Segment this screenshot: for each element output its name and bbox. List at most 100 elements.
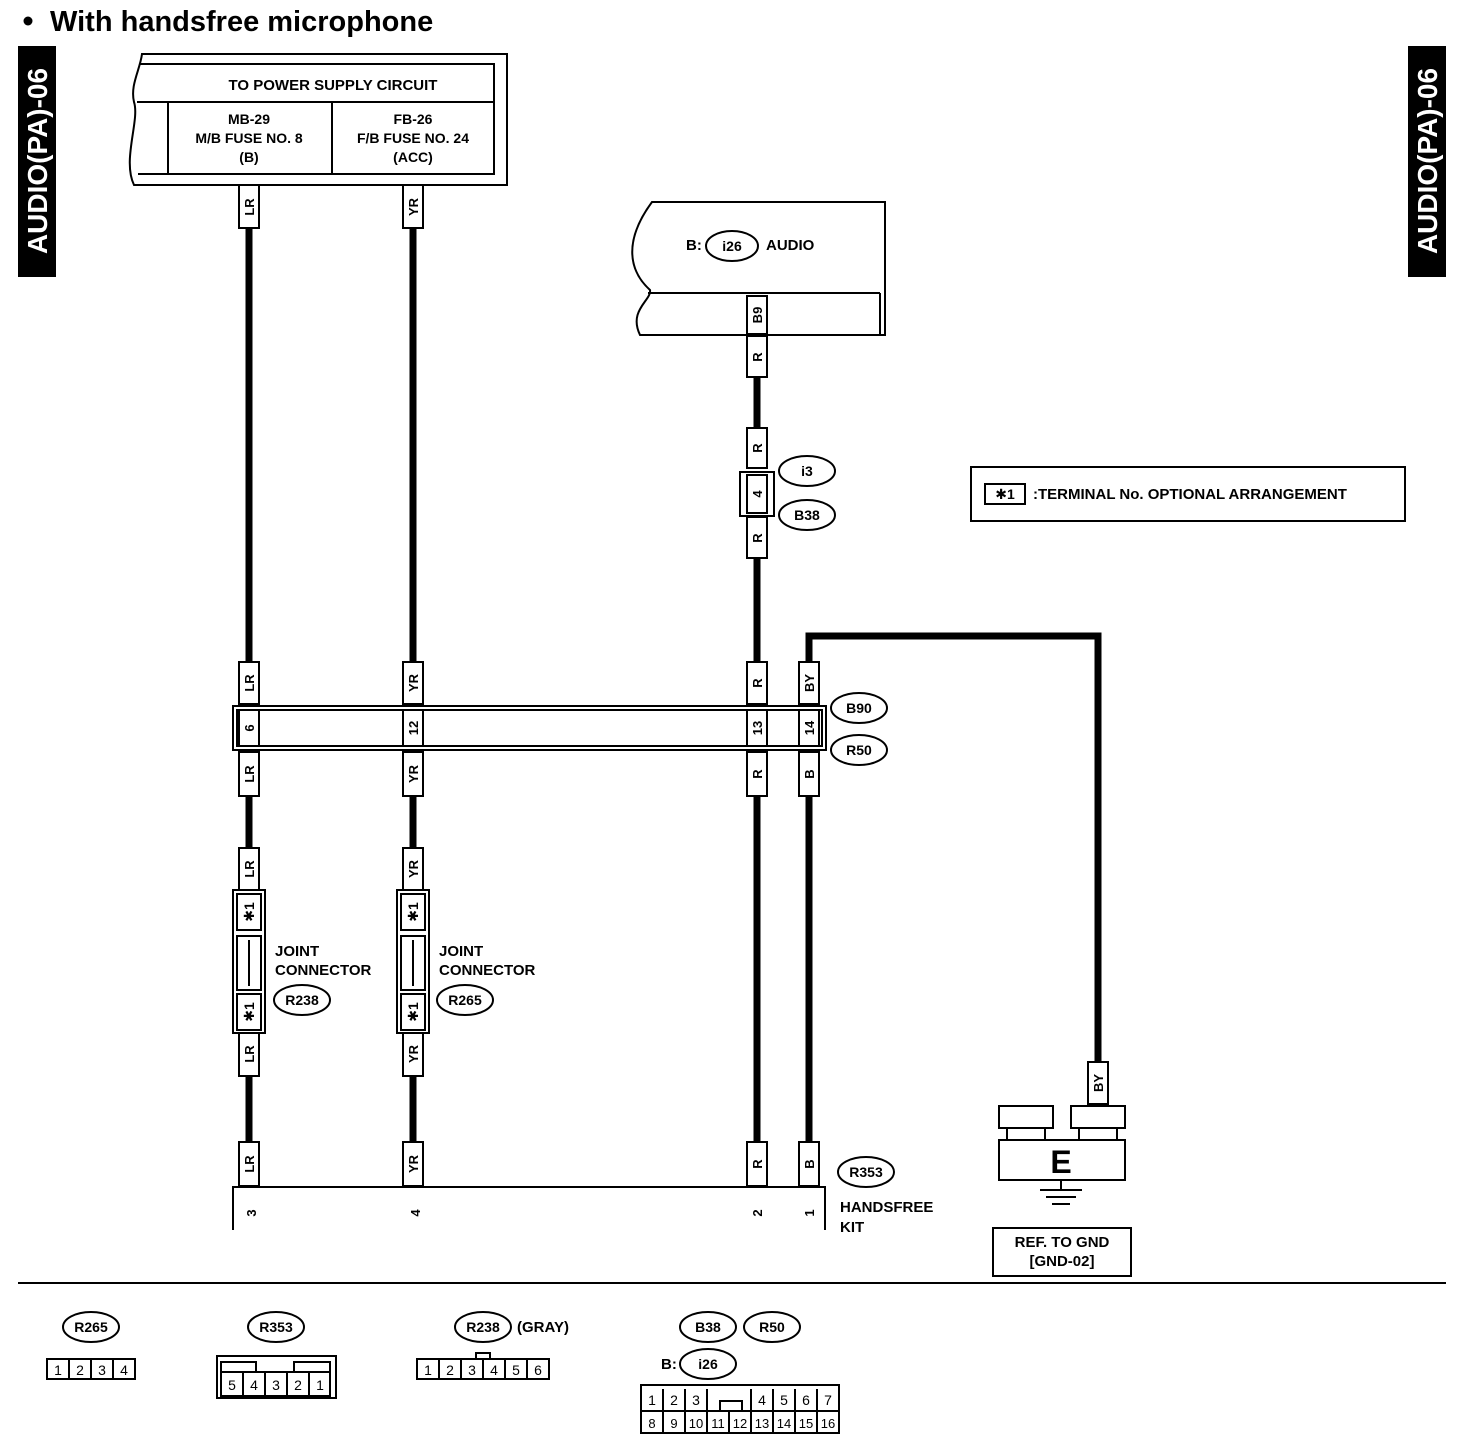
handsfree-label1: HANDSFREE	[840, 1199, 933, 1216]
connector-b90-pin-13: 13	[746, 709, 768, 747]
svg-text:R: R	[750, 1159, 765, 1169]
joint-connector-r238: ✱1 ✱1 JOINT CONNECTOR R238	[232, 889, 372, 1034]
connector-b90-badge	[830, 692, 888, 724]
svg-text:BY: BY	[802, 674, 817, 692]
wire-label-by-ground: BY	[1087, 1061, 1109, 1105]
svg-text:14: 14	[777, 1416, 791, 1431]
audio-box: B: i26 AUDIO	[631, 201, 886, 336]
svg-text:1: 1	[424, 1362, 432, 1378]
side-tab-left	[18, 46, 56, 277]
handsfree-pin-3: 3	[244, 1209, 259, 1216]
svg-text:2: 2	[446, 1362, 454, 1378]
bottom-r238-note: (GRAY)	[517, 1319, 569, 1336]
wire-label-r-2: R	[746, 427, 768, 469]
wire-label-lr-upper: LR	[238, 661, 260, 705]
joint-connector-r265: ✱1 ✱1 JOINT CONNECTOR R265	[396, 889, 536, 1034]
handsfree-label2: KIT	[840, 1219, 864, 1236]
wire-label-yr-joint-top: YR	[402, 847, 424, 891]
svg-text:13: 13	[755, 1416, 769, 1431]
svg-text:6: 6	[534, 1362, 542, 1378]
svg-text:B: B	[802, 1159, 817, 1168]
r238-star-top: ✱1	[241, 902, 257, 922]
wire-label-yr-lower: YR	[402, 751, 424, 797]
handsfree-pin-2: 2	[750, 1209, 765, 1216]
wire-label-lr-bottom: LR	[238, 1141, 260, 1187]
svg-text:R: R	[750, 678, 765, 688]
side-tab-right-label: AUDIO(PA)-06	[1412, 68, 1443, 254]
r238-star-bottom: ✱1	[241, 1002, 257, 1022]
wire-label-r-3: R	[746, 516, 768, 559]
bottom-i26-id: i26	[698, 1356, 718, 1372]
wire-label-r-bottom: R	[746, 1141, 768, 1187]
svg-text:5: 5	[780, 1392, 788, 1408]
legend: ✱1 :TERMINAL No. OPTIONAL ARRANGEMENT	[970, 466, 1406, 522]
svg-text:4: 4	[120, 1362, 128, 1378]
svg-text:13: 13	[750, 721, 765, 735]
svg-text:LR: LR	[242, 1045, 257, 1063]
svg-text:15: 15	[799, 1416, 813, 1431]
r265-star-top: ✱1	[405, 902, 421, 922]
power-supply-box: TO POWER SUPPLY CIRCUIT MB-29 M/B FUSE N…	[128, 53, 508, 186]
svg-text:B: B	[802, 769, 817, 778]
wire-label-yr-top: YR	[402, 184, 424, 229]
svg-text:LR: LR	[242, 765, 257, 783]
wire-label-lr-joint-bottom: LR	[238, 1032, 260, 1077]
connector-b38-id: B38	[794, 507, 820, 523]
svg-text:10: 10	[689, 1416, 703, 1431]
svg-text:6: 6	[242, 724, 257, 731]
fuse-right-line3: (ACC)	[393, 149, 433, 165]
r265-label2: CONNECTOR	[439, 962, 536, 979]
wire-label-yr-upper: YR	[402, 661, 424, 705]
svg-text:3: 3	[272, 1377, 280, 1393]
svg-text:YR: YR	[406, 1044, 421, 1063]
svg-text:1: 1	[316, 1377, 324, 1393]
wire-label-r-1: R	[746, 335, 768, 378]
wire-label-b9: B9	[746, 295, 768, 335]
connector-r50-id: R50	[846, 742, 872, 758]
svg-text:2: 2	[670, 1392, 678, 1408]
connector-b38-badge	[778, 499, 836, 531]
svg-text:LR: LR	[242, 860, 257, 878]
svg-text:4: 4	[250, 1377, 258, 1393]
svg-text:5: 5	[228, 1377, 236, 1393]
svg-text:1: 1	[648, 1392, 656, 1408]
svg-text:4: 4	[758, 1392, 766, 1408]
handsfree-kit: 3 4 2 1 R353 HANDSFREE KIT	[232, 1156, 933, 1236]
wires	[245, 228, 1102, 1142]
connector-i3-badge	[778, 455, 836, 487]
bottom-connector-b38: B38 R50 B: i26 1 2 3 4 5 6 7 8	[640, 1311, 840, 1434]
title-bullet	[23, 16, 33, 26]
fuse-right-line1: FB-26	[394, 111, 433, 127]
bottom-connector-r353: R353 5 4 3 2 1	[216, 1311, 337, 1399]
svg-text:LR: LR	[242, 674, 257, 692]
fuse-right-line2: F/B FUSE NO. 24	[357, 130, 469, 146]
r238-label1: JOINT	[275, 943, 319, 960]
handsfree-badge	[837, 1156, 895, 1188]
svg-text:LR: LR	[242, 198, 257, 216]
svg-text:3: 3	[692, 1392, 700, 1408]
wire-label-lr-top: LR	[238, 184, 260, 229]
svg-text:1: 1	[54, 1362, 62, 1378]
svg-text:6: 6	[802, 1392, 810, 1408]
connector-b90-id: B90	[846, 700, 872, 716]
legend-text: :TERMINAL No. OPTIONAL ARRANGEMENT	[1033, 486, 1347, 503]
audio-connector-badge	[705, 230, 759, 262]
wire-label-by-upper: BY	[798, 661, 820, 705]
svg-text:8: 8	[648, 1416, 655, 1431]
svg-text:YR: YR	[406, 859, 421, 878]
side-tab-left-label: AUDIO(PA)-06	[22, 68, 53, 254]
connector-b90-pin-14: 14	[798, 709, 820, 747]
svg-text:YR: YR	[406, 764, 421, 783]
ground-ref2: [GND-02]	[1029, 1253, 1094, 1270]
connector-r50-badge	[830, 734, 888, 766]
audio-connector-id: i26	[722, 238, 742, 254]
connector-i3: 4 i3 B38	[739, 455, 836, 531]
svg-text:R: R	[750, 443, 765, 453]
svg-text:R: R	[750, 352, 765, 362]
wire-label-lr-lower: LR	[238, 751, 260, 797]
fuse-left-line1: MB-29	[228, 111, 270, 127]
svg-text:YR: YR	[406, 1154, 421, 1173]
side-tab-right	[1408, 46, 1446, 277]
svg-text:9: 9	[670, 1416, 677, 1431]
svg-text:5: 5	[512, 1362, 520, 1378]
